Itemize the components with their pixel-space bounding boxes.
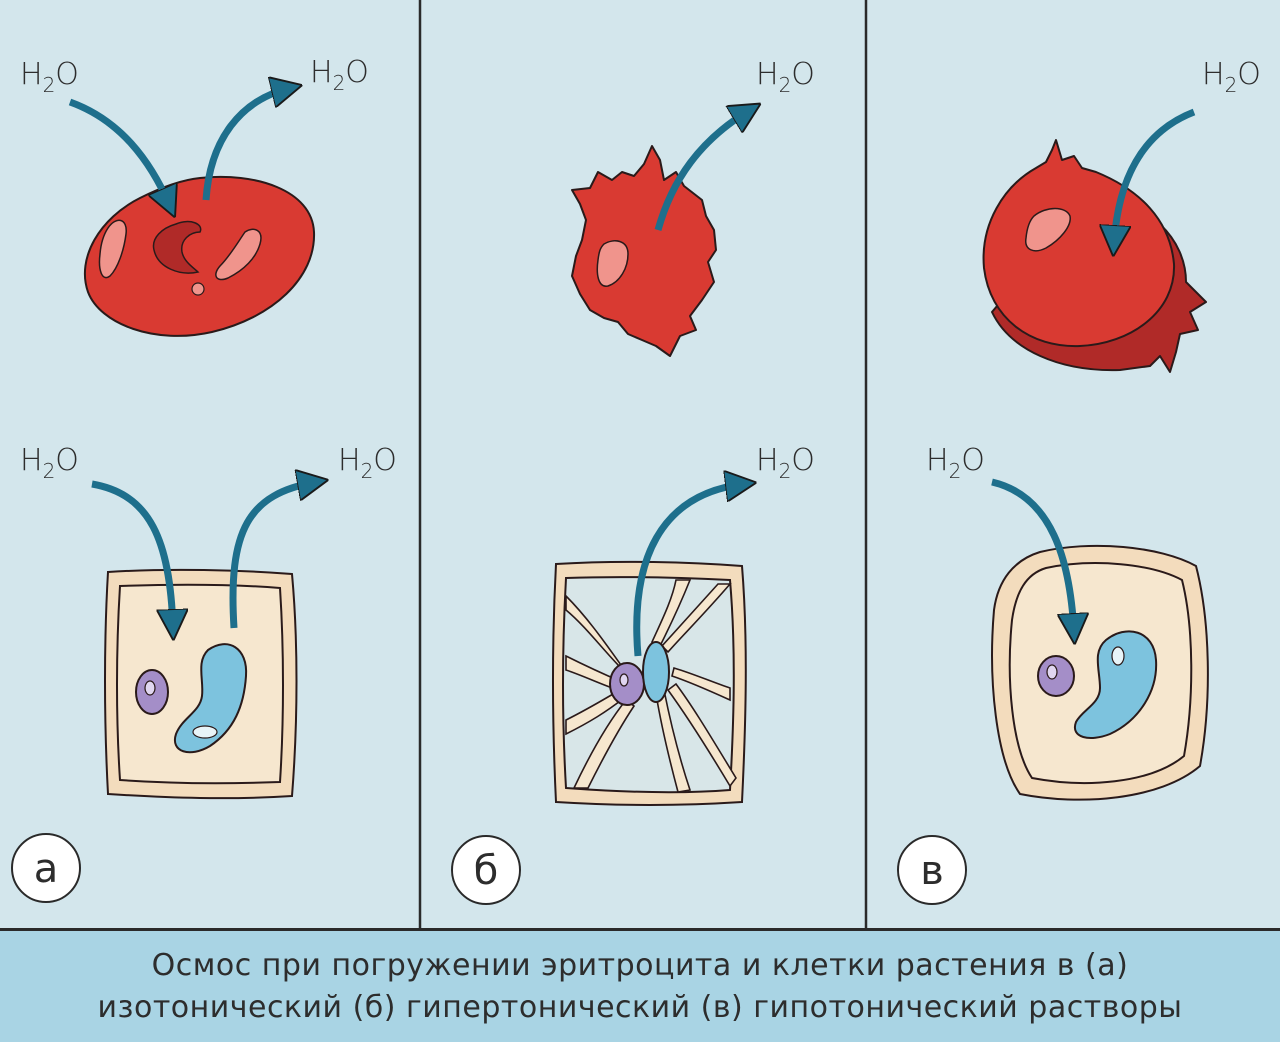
caption-line-1: Осмос при погружении эритроцита и клетки… <box>151 947 1129 983</box>
panel-c: H2O H2O в <box>897 57 1261 905</box>
arrow-out <box>633 484 744 657</box>
plant-cell-plasmolyzed <box>552 560 747 806</box>
panel-a: H2O H2O H2O H2O а <box>11 55 397 903</box>
panel-letter: в <box>920 848 944 894</box>
arrow-in <box>991 478 1074 632</box>
panel-letter-circle <box>451 835 521 905</box>
erythrocyte-shriveled <box>571 145 717 357</box>
arrow-in <box>68 98 170 206</box>
caption-line-2: изотонический (б) гипертонический (в) ги… <box>97 989 1183 1025</box>
diagram-canvas: H2O H2O H2O H2O а <box>11 0 1261 928</box>
panel-letter: а <box>34 846 59 892</box>
panel-letter-circle <box>897 835 967 905</box>
water-label: H2O <box>756 57 815 97</box>
arrow-out <box>202 88 290 201</box>
water-label: H2O <box>756 443 815 483</box>
arrow-in <box>1114 108 1196 244</box>
panel-letter-circle <box>11 833 81 903</box>
arrow-out <box>654 110 750 231</box>
plant-cell-normal <box>104 568 298 800</box>
panel-b: H2O H2O б <box>451 57 815 905</box>
water-label: H2O <box>20 57 79 97</box>
panel-letter: б <box>474 848 499 894</box>
caption: Осмос при погружении эритроцита и клетки… <box>0 928 1280 1042</box>
water-label: H2O <box>310 55 369 95</box>
arrow-out <box>229 482 316 629</box>
water-label: H2O <box>1202 57 1261 97</box>
plant-cell-turgid <box>991 544 1209 801</box>
arrow-in <box>91 480 173 628</box>
water-label: H2O <box>20 443 79 483</box>
erythrocyte-normal <box>83 175 316 337</box>
erythrocyte-swollen <box>982 139 1207 373</box>
water-label: H2O <box>926 443 985 483</box>
water-label: H2O <box>338 443 397 483</box>
